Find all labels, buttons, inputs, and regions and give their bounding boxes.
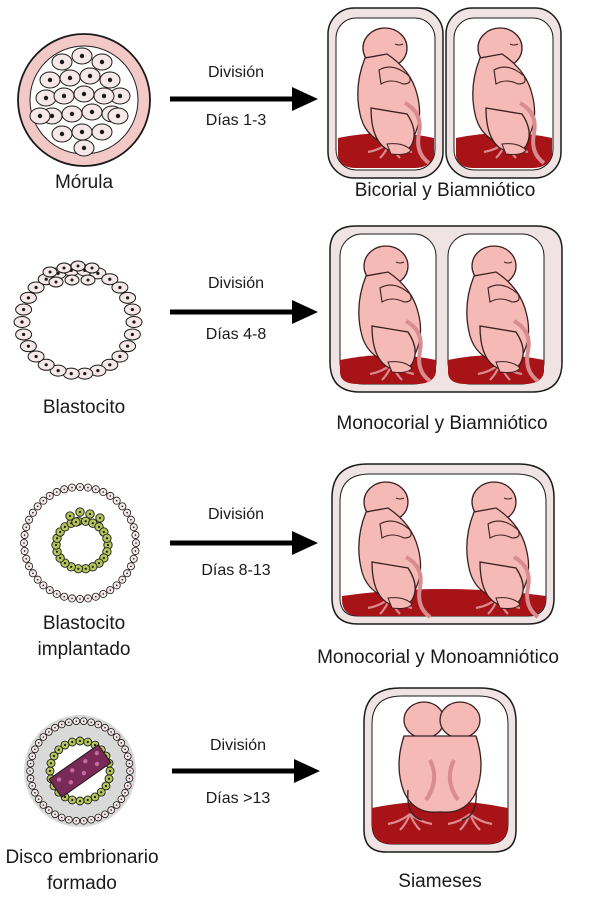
stage-label-disc-line1: Disco embrionario — [5, 847, 159, 868]
arrow-row-1 — [170, 87, 318, 111]
arrow-top-label-2: División — [207, 275, 264, 292]
twins-monocorial-biamniotic-illustration — [329, 225, 563, 393]
arrow-top-label-4: División — [209, 737, 266, 754]
result-label-siamese: Siameses — [398, 871, 482, 892]
morula-illustration — [17, 33, 151, 167]
arrow-row-3 — [170, 531, 318, 555]
arrow-bottom-label-2: Días 4-8 — [205, 326, 267, 343]
arrow-bottom-label-3: Días 8-13 — [201, 562, 271, 579]
result-label-monocorial-biamniotic: Monocorial y Biamniótico — [336, 413, 548, 434]
implanted-blastocyst-illustration — [19, 482, 140, 604]
arrow-bottom-label-1: Días 1-3 — [205, 112, 267, 129]
embryonic-disc-illustration — [24, 715, 136, 827]
result-label-bicorial: Bicorial y Biamniótico — [354, 180, 536, 201]
blastocyst-illustration — [13, 260, 143, 380]
arrow-top-label-3: División — [207, 506, 264, 523]
result-label-monoamniotic: Monocorial y Monoamniótico — [317, 647, 559, 668]
stage-label-implanted-line2: implantado — [37, 639, 131, 660]
arrow-top-label-1: División — [207, 64, 264, 81]
stage-label-morula: Mórula — [54, 172, 114, 193]
arrow-bottom-label-4: Días >13 — [205, 790, 271, 807]
arrow-row-2 — [170, 300, 318, 324]
arrow-row-4 — [172, 759, 320, 783]
stage-label-disc-line2: formado — [47, 873, 117, 894]
stage-label-blastocyst: Blastocito — [42, 397, 126, 418]
stage-label-implanted-line1: Blastocito — [42, 613, 126, 634]
twins-siamese-illustration — [363, 687, 517, 853]
twins-monoamniotic-illustration — [331, 463, 555, 625]
twins-bicorial-illustration — [327, 7, 562, 179]
